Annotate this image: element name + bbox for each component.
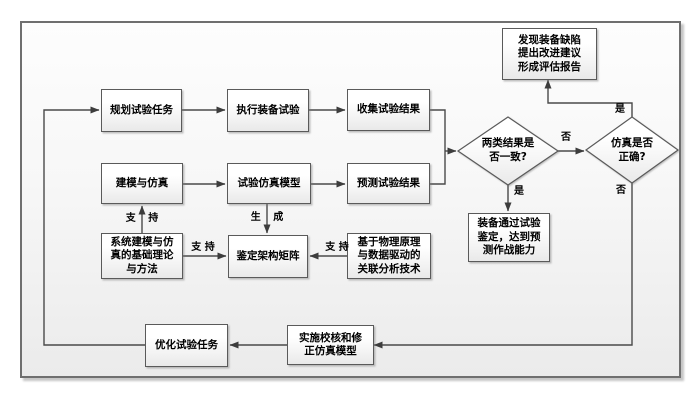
node-matrix: 鉴定架构矩阵 — [228, 235, 308, 278]
node-modeling: 建模与仿真 — [101, 163, 183, 204]
edge-sim-defectreport — [544, 79, 633, 117]
edge-sim-revise — [373, 183, 633, 349]
node-theory: 系统建模与仿 真的基础理论 与方法 — [101, 233, 183, 279]
node-revise: 实施校核和修 正仿真模型 — [287, 325, 374, 365]
edge-merge-bracket — [430, 109, 446, 185]
edge-label-support-physics-matrix: 支 持 — [325, 242, 349, 253]
edge-label-support-theory-matrix: 支 持 — [191, 242, 215, 253]
edge-optimize-plan — [43, 106, 145, 346]
edge-label-sim-no: 否 — [616, 185, 626, 196]
node-optimize: 优化试验任务 — [145, 324, 228, 367]
edge-label-generate: 生 成 — [250, 212, 284, 223]
decision-sim-correct-label: 仿真是否 正确? — [611, 136, 653, 163]
edge-label-consistency-yes: 是 — [514, 186, 524, 197]
node-sim-model: 试验仿真模型 — [227, 163, 311, 204]
decision-consistency-shape — [456, 116, 560, 186]
edge-label-sim-yes: 是 — [615, 104, 625, 115]
decision-sim-correct-shape — [584, 116, 680, 184]
edge-label-consistency-no: 否 — [561, 132, 571, 143]
node-physics: 基于物理原理 与数据驱动的 关联分析技术 — [347, 233, 431, 279]
node-collect: 收集试验结果 — [347, 89, 430, 131]
node-defect-report: 发现装备缺陷 提出改进建议 形成评估报告 — [502, 28, 597, 80]
node-pass-qualification: 装备通过试验 鉴定，达到预 测作战能力 — [468, 213, 550, 262]
node-execute: 执行装备试验 — [227, 89, 309, 132]
edge-label-support-theory-modeling: 支 持 — [125, 213, 159, 224]
decision-consistency-label: 两类结果是 否一致? — [481, 137, 535, 163]
node-plan: 规划试验任务 — [101, 89, 182, 132]
node-predict: 预测试验结果 — [347, 163, 430, 204]
